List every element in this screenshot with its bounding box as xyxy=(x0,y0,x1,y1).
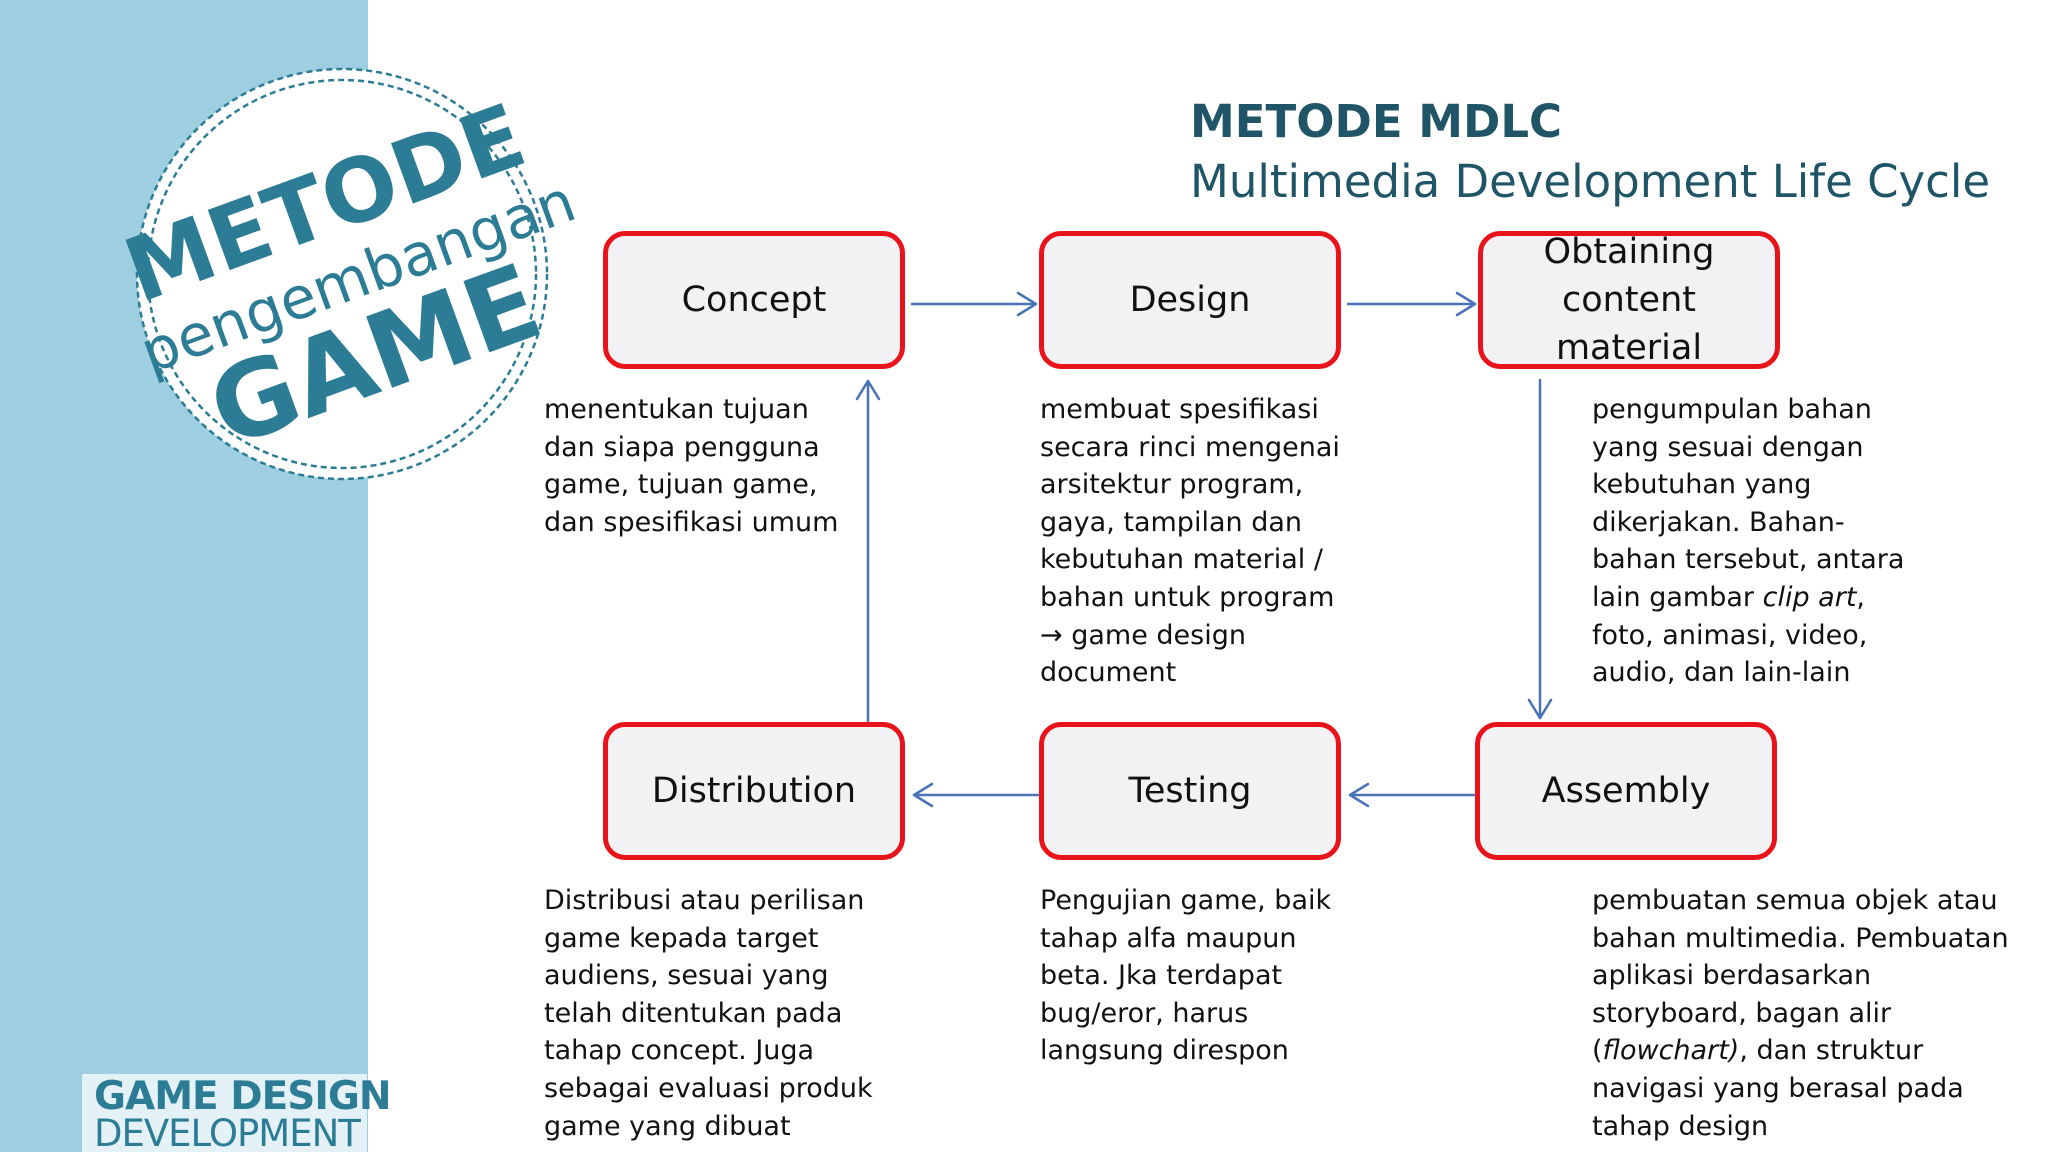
arrow-obtaining-to-assembly xyxy=(1527,378,1553,720)
stage-assembly-label: Assembly xyxy=(1541,771,1711,811)
page-subtitle: Multimedia Development Life Cycle xyxy=(1190,155,1991,208)
assembly-desc-part2: , dan struktur navigasi yang berasal pad… xyxy=(1592,1035,1964,1142)
obtaining-description: pengumpulan bahan yang sesuai dengan keb… xyxy=(1592,391,1904,692)
stage-testing-label: Testing xyxy=(1128,771,1252,811)
footer-brand-line2: DEVELOPMENT xyxy=(94,1112,361,1155)
arrow-design-to-obtaining xyxy=(1346,291,1477,317)
arrow-concept-to-design xyxy=(910,291,1038,317)
arrow-testing-to-distribution xyxy=(912,782,1040,808)
arrow-distribution-to-concept xyxy=(855,379,881,724)
stage-distribution-label: Distribution xyxy=(651,771,857,811)
stage-design-label: Design xyxy=(1129,280,1251,320)
assembly-desc-part1: pembuatan semua objek atau bahan multime… xyxy=(1592,885,2009,1067)
testing-description: Pengujian game, baik tahap alfa maupun b… xyxy=(1040,885,1332,1067)
stage-concept-label: Concept xyxy=(681,280,827,320)
obtaining-desc-emphasis: clip art xyxy=(1762,581,1857,613)
arrow-assembly-to-testing xyxy=(1348,782,1476,808)
design-description: membuat spesifikasi secara rinci mengena… xyxy=(1040,394,1340,689)
stage-assembly: Assembly xyxy=(1475,722,1777,860)
obtaining-desc-part2: , foto, animasi, video, audio, dan lain-… xyxy=(1592,581,1868,689)
assembly-desc-emphasis: flowchart) xyxy=(1602,1035,1740,1067)
stage-distribution: Distribution xyxy=(603,722,905,860)
stage-testing: Testing xyxy=(1039,722,1341,860)
stage-concept: Concept xyxy=(603,231,905,369)
stage-design: Design xyxy=(1039,231,1341,369)
distribution-description: Distribusi atau perilisan game kepada ta… xyxy=(544,885,873,1142)
page-title: METODE MDLC xyxy=(1190,95,1563,148)
footer-brand: GAME DESIGN DEVELOPMENT xyxy=(82,1074,391,1155)
stage-obtaining-content-material: Obtaining content material xyxy=(1478,231,1780,369)
stage-obtaining-label: Obtaining content material xyxy=(1543,232,1715,368)
footer-brand-line1: GAME DESIGN xyxy=(94,1074,391,1119)
obtaining-desc-part1: pengumpulan bahan yang sesuai dengan keb… xyxy=(1592,394,1905,613)
assembly-description: pembuatan semua objek atau bahan multime… xyxy=(1592,882,2009,1145)
concept-description: menentukan tujuan dan siapa pengguna gam… xyxy=(544,394,839,538)
stamp-logo: METODE pengembangan GAME xyxy=(112,67,584,481)
